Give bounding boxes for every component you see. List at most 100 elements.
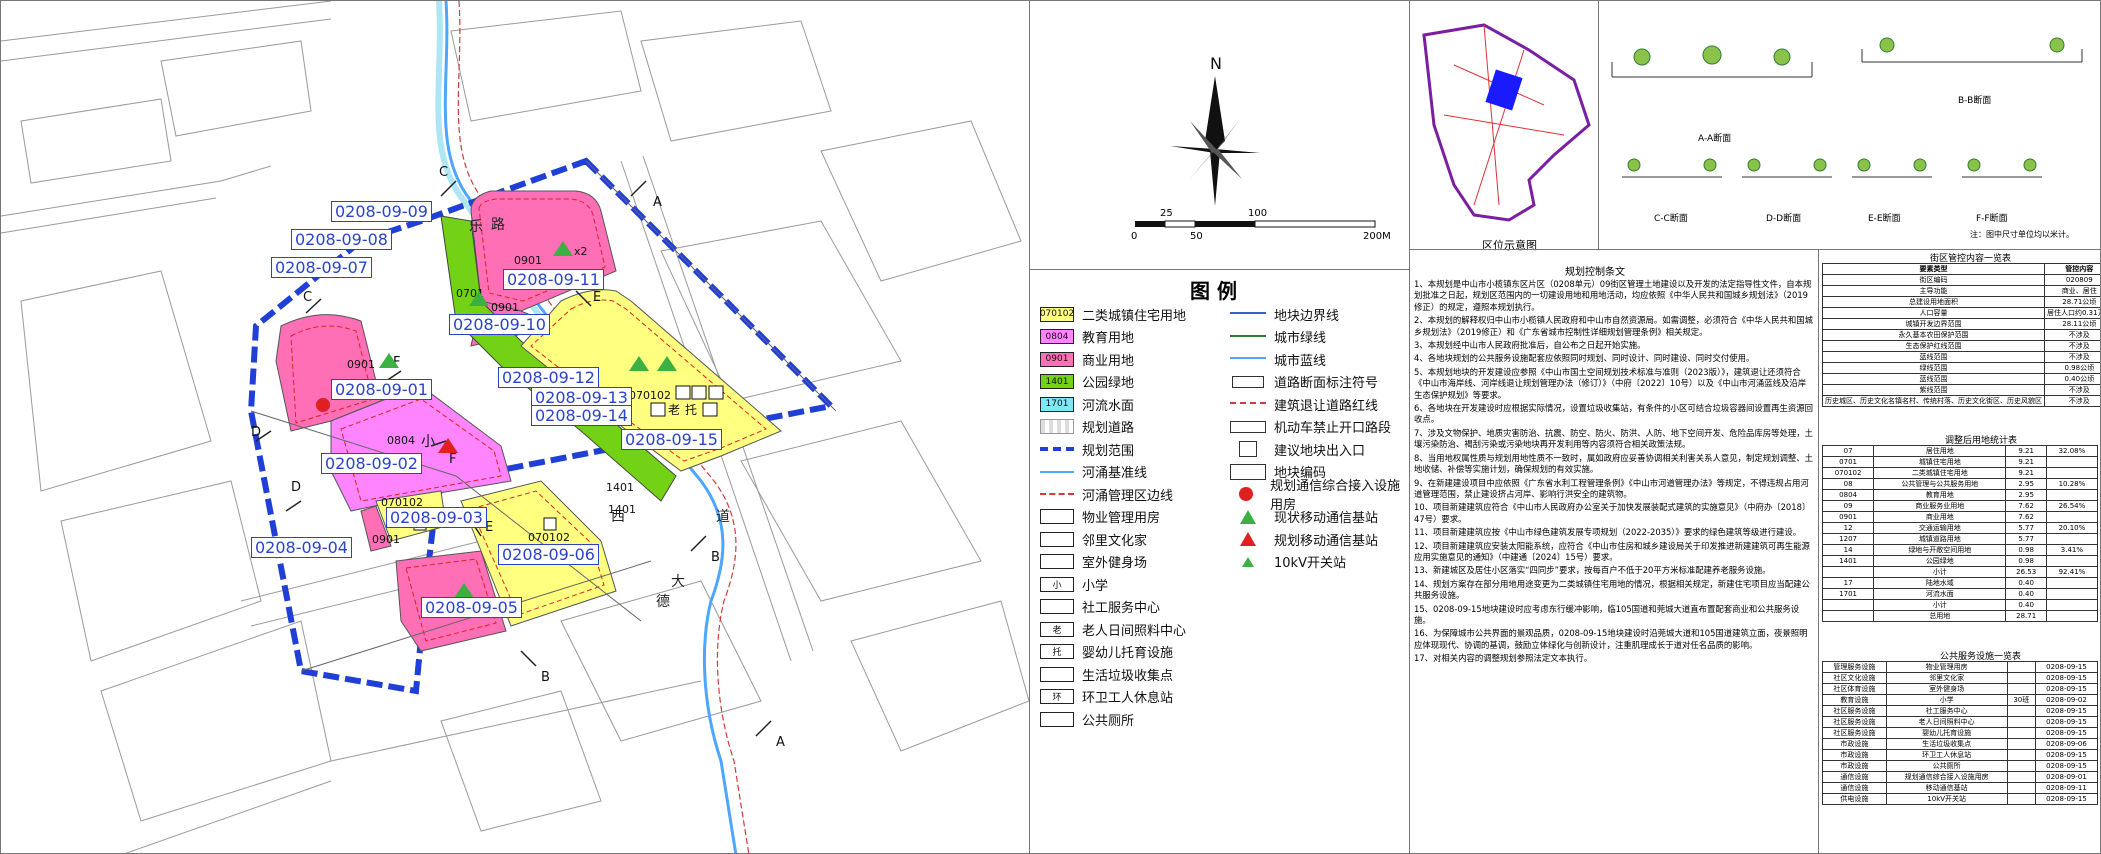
svg-text:大: 大: [671, 574, 685, 590]
legend-label: 小学: [1082, 578, 1109, 594]
legend-label: 河涌管理区边线: [1082, 488, 1174, 504]
road-sections: [1611, 37, 2083, 178]
svg-text:070102: 070102: [381, 496, 423, 509]
parcel-label[interactable]: 0208-09-13: [531, 387, 632, 408]
plan-map-panel[interactable]: A A B B C C D D E E F F 乐 骏 西 路 大 道 德 09…: [0, 0, 1030, 854]
legend-item: 老老人日间照料中心: [1040, 620, 1186, 639]
rule-item: 11、项目新建建筑应按《中山市绿色建筑发展专项规划（2022-2035）》要求的…: [1414, 527, 1802, 538]
table-row: 蓝线范围不涉及指标坐标: [1822, 351, 2100, 363]
svg-text:070102: 070102: [528, 531, 570, 544]
parcel-label[interactable]: 0208-09-01: [331, 379, 432, 400]
legend-swatch: [1230, 396, 1266, 412]
scale-tick: 0: [1131, 231, 1138, 242]
rule-item: 17、对相关内容的调整规划参照法定文本执行。: [1414, 653, 1593, 664]
svg-text:A: A: [776, 735, 785, 750]
legend-label: 规划范围: [1082, 443, 1135, 459]
svg-text:0804: 0804: [387, 434, 415, 447]
legend-item: 邻里文化家: [1040, 530, 1147, 549]
legend-item: 建议地块出入口: [1230, 440, 1365, 459]
legend-swatch: [1040, 666, 1074, 682]
bg-road-line: [1, 1, 332, 42]
parcel-label[interactable]: 0208-09-07: [271, 257, 372, 278]
parcel-label[interactable]: 0208-09-10: [449, 314, 550, 335]
existing-base-station-icon: [553, 241, 573, 256]
scale-tick: 50: [1190, 231, 1203, 242]
parcel-label[interactable]: 0208-09-04: [251, 537, 352, 558]
legend-item: 环环卫工人休息站: [1040, 688, 1173, 706]
north-arrow-icon: N: [1135, 54, 1376, 228]
legend-label: 城市蓝线: [1274, 353, 1327, 369]
rule-item: 8、当用地权属性质与规划用地性质不一致时，属如政府应妥善协调相关利害关系人意见，…: [1414, 452, 1813, 475]
legend-swatch: [1230, 419, 1266, 435]
rule-item: 4、各地块规划的公共服务设施配套应依照同时规划、同时设计、同时建设、同时交付使用…: [1414, 353, 1755, 364]
legend-label: 教育用地: [1082, 331, 1135, 346]
plan-map: A A B B C C D D E E F F 乐 骏 西 路 大 道 德 09…: [1, 1, 1029, 853]
svg-text:F: F: [393, 355, 400, 370]
rule-item: 14、规划方案存在部分用地用途变更为二类城镇住宅用地的情况，根据相关规定，新建住…: [1414, 578, 1810, 601]
parcel-label[interactable]: 0208-09-08: [291, 229, 392, 250]
scale-tick: 100: [1248, 208, 1268, 219]
section-letter: A: [653, 195, 662, 210]
legend-swatch: 0901: [1040, 351, 1074, 367]
legend-item: 规划移动通信基站: [1230, 530, 1378, 549]
legend-item: 城市蓝线: [1230, 350, 1327, 369]
facility-table-title: 公共服务设施一览表: [1940, 652, 2022, 662]
legend-swatch: [1040, 711, 1074, 727]
legend-label: 城市绿线: [1274, 331, 1327, 346]
rule-item: 15、0208-09-15地块建设时应考虑东行缓冲影响，临105国道和莞城大道直…: [1414, 603, 1800, 625]
legend-swatch: 0804: [1040, 329, 1074, 344]
parcel-label[interactable]: 0208-09-11: [503, 269, 604, 290]
rule-item: 6、各地块在开发建设时应根据实际情况，设置垃圾收集站，有条件的小区可结合垃圾容器…: [1414, 403, 1813, 425]
svg-text:F: F: [449, 452, 456, 467]
parcel-label[interactable]: 0208-09-14: [531, 405, 632, 426]
bg-block: [20, 98, 172, 184]
section-caption: B-B断面: [1958, 96, 1992, 106]
legend-item: 0804 教育用地: [1040, 328, 1134, 346]
parcel-label[interactable]: 0208-09-05: [421, 597, 522, 618]
table-row: 永久基本农田保护范围不涉及指标坐标: [1822, 329, 2100, 341]
legend-swatch: [1230, 509, 1266, 525]
svg-text:0901: 0901: [347, 358, 375, 371]
svg-text:西: 西: [611, 509, 625, 525]
legend-label: 规划道路: [1082, 421, 1135, 436]
rules-text: 1、本规划是中山市小榄镇东区片区（0208单元）09街区管理土地建设以及开发的法…: [1414, 279, 1814, 667]
legend-item: 10kV开关站: [1230, 553, 1346, 571]
section-caption: D-D断面: [1766, 214, 1802, 224]
svg-text:E: E: [485, 520, 493, 535]
legend-item: 公共厕所: [1040, 710, 1134, 729]
legend-label: 室外健身场: [1082, 556, 1148, 571]
parcel-label[interactable]: 0208-09-03: [386, 507, 487, 528]
legend-item: 城市绿线: [1230, 328, 1326, 346]
parcel-label[interactable]: 0208-09-15: [621, 429, 722, 450]
parcel-label[interactable]: 0208-09-12: [498, 367, 599, 388]
legend-swatch: 1401: [1040, 374, 1074, 389]
parcel-label[interactable]: 0208-09-09: [331, 201, 432, 222]
legend-swatch: [1230, 463, 1266, 480]
legend-swatch: [1040, 419, 1074, 434]
parcel-label[interactable]: 0208-09-06: [498, 544, 599, 565]
parcel-label[interactable]: 0208-09-02: [321, 453, 422, 474]
legend-item: 规划道路: [1040, 418, 1134, 436]
legend-swatch: [1230, 329, 1266, 345]
control-table: 要素类型管控内容管控形式街区编码020809主导功能商业、居住条文总建设用地面积…: [1822, 263, 2100, 407]
legend-label: 地块编码: [1274, 466, 1327, 481]
legend-label: 社工服务中心: [1082, 601, 1161, 616]
scale-tick: 200M: [1363, 231, 1391, 242]
svg-text:070102: 070102: [629, 389, 671, 402]
